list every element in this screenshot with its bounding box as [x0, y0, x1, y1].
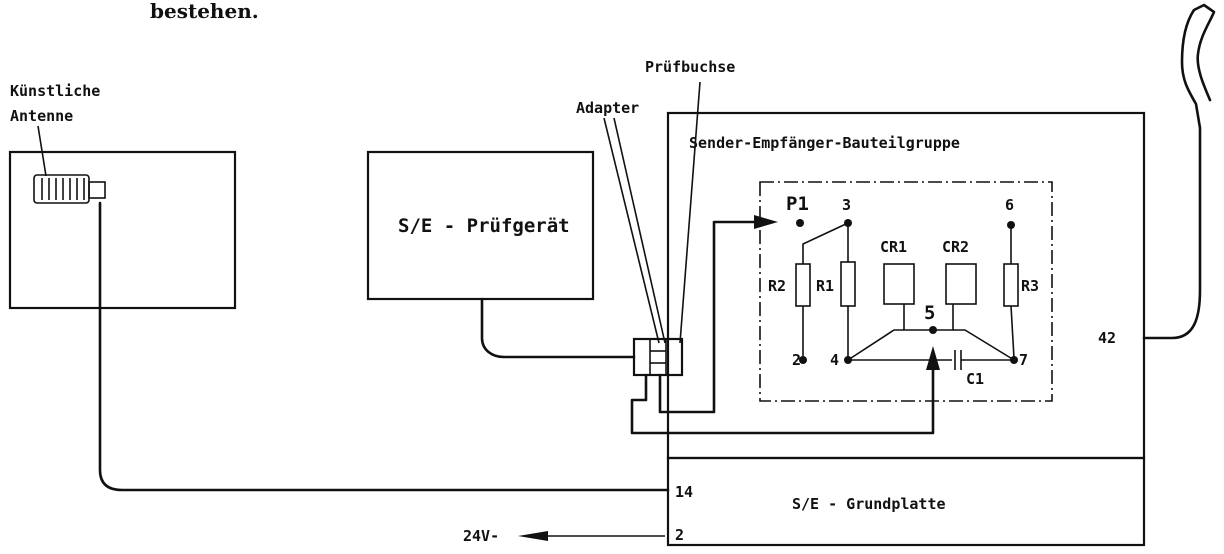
- pin-42-label: 42: [1098, 329, 1116, 347]
- test-device-label: S/E - Prüfgerät: [398, 215, 570, 237]
- test-point-5-wire: [630, 365, 935, 435]
- antenna-label-line2: Antenne: [10, 107, 73, 125]
- antenna-load-icon: [33, 174, 106, 204]
- adapter-socket: Prüfbuchse Adapter: [576, 58, 735, 377]
- supply-arrow: 24V-: [463, 527, 665, 545]
- base-plate-box: [666, 456, 1146, 547]
- p1-wire: [658, 220, 760, 414]
- p1-label: P1: [786, 193, 809, 215]
- pin-2b-label: 2: [675, 526, 684, 544]
- handset-icon: 42: [1098, 3, 1216, 347]
- transceiver-assembly: Sender-Empfänger-Bauteilgruppe: [666, 111, 1146, 460]
- base-plate-label: S/E - Grundplatte: [792, 495, 946, 513]
- antenna-leader-line: [37, 125, 47, 177]
- cr2-label: CR2: [942, 238, 969, 256]
- cr1-label: CR1: [880, 238, 907, 256]
- r3-label: R3: [1021, 277, 1039, 295]
- r1-label: R1: [816, 277, 834, 295]
- adapter-leader: [603, 117, 660, 344]
- cr2-diode: [945, 263, 977, 305]
- antenna-box: [8, 150, 237, 310]
- header-text: bestehen.: [150, 0, 259, 23]
- cr1-diode: [883, 263, 915, 305]
- c1-label: C1: [966, 370, 984, 388]
- r3-resistor: [1003, 263, 1019, 307]
- antenna-cable: [98, 201, 670, 492]
- test-device-box: [366, 150, 595, 301]
- pin-6-label: 6: [1005, 196, 1014, 214]
- se-test-device: S/E - Prüfgerät: [366, 150, 595, 301]
- base-plate: S/E - Grundplatte 14 2: [666, 456, 1146, 547]
- test-socket-leader: [679, 81, 701, 344]
- r1-resistor: [840, 261, 856, 307]
- r2-label: R2: [768, 277, 786, 295]
- pin-3-label: 3: [842, 196, 851, 214]
- transceiver-box: [666, 111, 1146, 460]
- supply-label: 24V-: [463, 527, 499, 545]
- test-device-cable: [480, 297, 636, 359]
- tp5-arrow: [926, 346, 940, 370]
- antenna-label-line1: Künstliche: [10, 82, 100, 100]
- pin-14-label: 14: [675, 483, 693, 501]
- pin-4-label: 4: [830, 351, 839, 369]
- circuit-schematic: P1 3 6 2 R2 R1 4 CR1 CR2 5 C1: [768, 193, 1039, 388]
- artificial-antenna-unit: Künstliche Antenne: [8, 82, 237, 310]
- adapter-label: Adapter: [576, 99, 639, 117]
- transceiver-label: Sender-Empfänger-Bauteilgruppe: [689, 134, 960, 152]
- pin-7-label: 7: [1019, 351, 1028, 369]
- r2-top-lead: [802, 222, 849, 264]
- circuit-board-outline: [759, 181, 1053, 402]
- pin-5-label: 5: [924, 302, 935, 324]
- r2-resistor: [795, 263, 811, 307]
- pin-2-label: 2: [792, 351, 801, 369]
- adapter-body: [632, 337, 684, 377]
- p1-arrow: [754, 215, 778, 229]
- test-socket-label: Prüfbuchse: [645, 58, 735, 76]
